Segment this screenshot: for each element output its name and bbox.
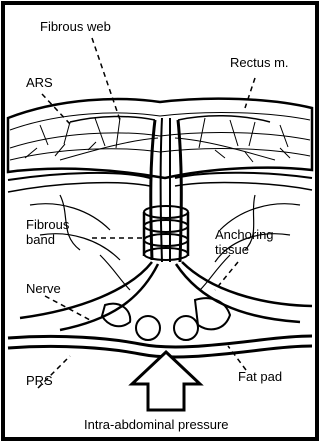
label-prs: PRS bbox=[26, 374, 53, 388]
nerve-fibers bbox=[20, 262, 312, 330]
label-anchoring: Anchoring bbox=[215, 228, 274, 242]
pressure-arrow bbox=[132, 352, 200, 410]
anchoring-tissue bbox=[30, 195, 300, 290]
label-fibrous: Fibrous bbox=[26, 218, 69, 232]
label-fat-pad: Fat pad bbox=[238, 370, 282, 384]
label-band: band bbox=[26, 233, 55, 247]
label-nerve: Nerve bbox=[26, 282, 61, 296]
label-fibrous-web: Fibrous web bbox=[40, 20, 111, 34]
label-intra-abdominal-pressure: Intra-abdominal pressure bbox=[84, 418, 229, 432]
label-tissue: tissue bbox=[215, 243, 249, 257]
label-ars: ARS bbox=[26, 76, 53, 90]
fat-pad bbox=[102, 298, 230, 340]
label-rectus-m: Rectus m. bbox=[230, 56, 289, 70]
